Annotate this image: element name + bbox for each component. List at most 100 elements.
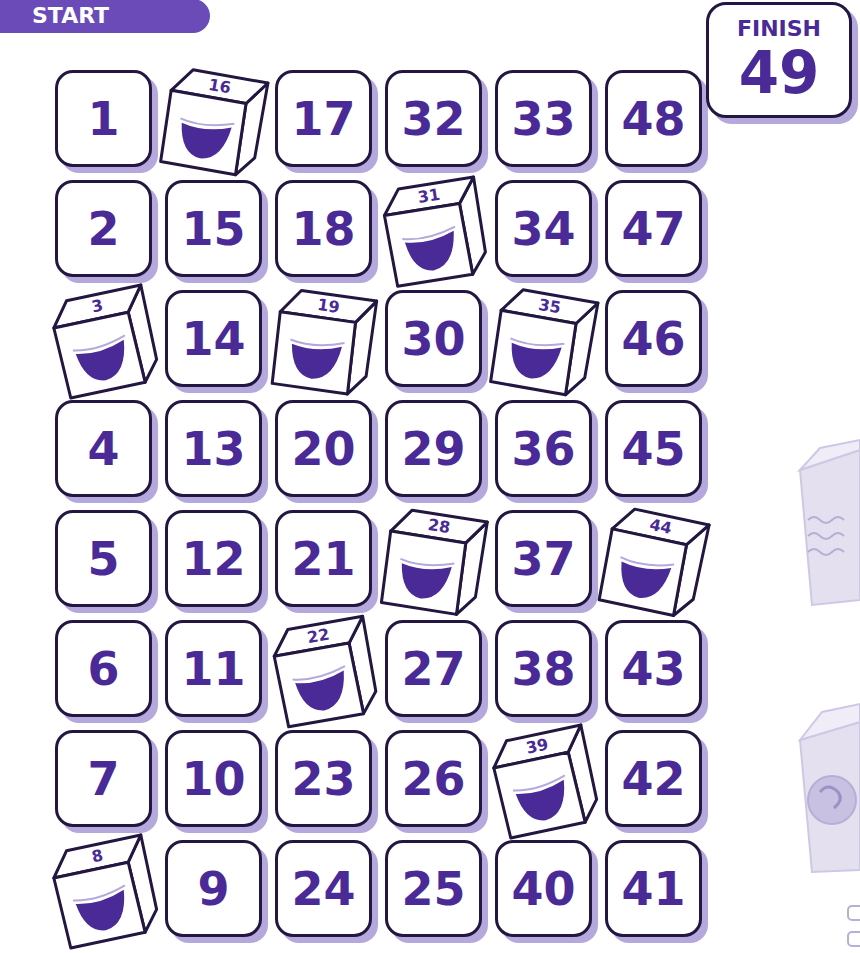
square-number: 10: [181, 756, 245, 802]
die-shape: [364, 159, 501, 296]
finish-number: 49: [739, 44, 820, 102]
board-square: 42: [605, 730, 702, 827]
square-number: 2: [87, 206, 119, 252]
square-number: 21: [291, 536, 355, 582]
square-number: 40: [511, 866, 575, 912]
square-number: 36: [511, 426, 575, 472]
board-square: 5: [55, 510, 152, 607]
square-number: 14: [181, 316, 245, 362]
board-square: 25: [385, 840, 482, 937]
board-square: 43: [605, 620, 702, 717]
die-square: 22: [253, 598, 392, 737]
square-number: 48: [621, 96, 685, 142]
board-square: 33: [495, 70, 592, 167]
square-number: 6: [87, 646, 119, 692]
square-number: 27: [401, 646, 465, 692]
square-number: 45: [621, 426, 685, 472]
board-square: 1: [55, 70, 152, 167]
square-number: 7: [87, 756, 119, 802]
square-number: 42: [621, 756, 685, 802]
square-number: 12: [181, 536, 245, 582]
board-square: 24: [275, 840, 372, 937]
board-square: 37: [495, 510, 592, 607]
board-square: 7: [55, 730, 152, 827]
die-shape: [143, 48, 282, 187]
die-shape: [364, 489, 501, 626]
board-square: 40: [495, 840, 592, 937]
board-square: 17: [275, 70, 372, 167]
die-square: 8: [32, 817, 174, 953]
start-banner: START: [0, 0, 210, 33]
board-square: 2: [55, 180, 152, 277]
square-number: 15: [181, 206, 245, 252]
board-square: 12: [165, 510, 262, 607]
board-square: 26: [385, 730, 482, 827]
die-square: 19: [255, 270, 391, 406]
board-square: 34: [495, 180, 592, 277]
square-number: 32: [401, 96, 465, 142]
board-square: 47: [605, 180, 702, 277]
square-number: 43: [621, 646, 685, 692]
finish-square: FINISH 49: [706, 2, 852, 118]
die-square: 28: [364, 489, 501, 626]
board-square: 29: [385, 400, 482, 497]
die-square: 3: [32, 267, 174, 409]
die-square: 31: [364, 159, 501, 296]
square-number: 17: [291, 96, 355, 142]
square-number: 9: [197, 866, 229, 912]
square-number: 11: [181, 646, 245, 692]
square-number: 33: [511, 96, 575, 142]
square-number: 34: [511, 206, 575, 252]
square-number: 29: [401, 426, 465, 472]
board-square: 23: [275, 730, 372, 827]
square-number: 13: [181, 426, 245, 472]
board-square: 18: [275, 180, 372, 277]
die-shape: [473, 268, 612, 407]
square-number: 38: [511, 646, 575, 692]
board-square: 27: [385, 620, 482, 717]
square-number: 25: [401, 866, 465, 912]
board-square: 48: [605, 70, 702, 167]
square-number: 1: [87, 96, 119, 142]
square-number: 18: [291, 206, 355, 252]
die-square: 39: [472, 707, 614, 849]
square-number: 47: [621, 206, 685, 252]
square-number: 20: [291, 426, 355, 472]
board-square: 32: [385, 70, 482, 167]
board-square: 6: [55, 620, 152, 717]
square-number: 4: [87, 426, 119, 472]
board-square: 45: [605, 400, 702, 497]
square-number: 23: [291, 756, 355, 802]
square-number: 5: [87, 536, 119, 582]
die-shape: [582, 487, 724, 629]
board-square: 30: [385, 290, 482, 387]
square-number: START: [32, 5, 109, 27]
board-square: 20: [275, 400, 372, 497]
board-square: 41: [605, 840, 702, 937]
board-square: 46: [605, 290, 702, 387]
die-shape: [253, 598, 392, 737]
die-square: 16: [143, 48, 282, 187]
board-square: 10: [165, 730, 262, 827]
die-shape: [32, 267, 174, 409]
board-square: 38: [495, 620, 592, 717]
partial-die: [800, 440, 860, 605]
die-shape: [472, 707, 614, 849]
square-number: 24: [291, 866, 355, 912]
partial-checkbox: [848, 906, 860, 920]
die-square: 44: [582, 487, 724, 629]
finish-label: FINISH: [737, 18, 821, 40]
board-square: 13: [165, 400, 262, 497]
board-square: 21: [275, 510, 372, 607]
board-square: 4: [55, 400, 152, 497]
partial-checkbox: [848, 932, 860, 946]
board-square: 15: [165, 180, 262, 277]
square-number: 37: [511, 536, 575, 582]
square-number: 26: [401, 756, 465, 802]
square-number: 30: [401, 316, 465, 362]
die-shape: [32, 817, 174, 953]
board-square: 11: [165, 620, 262, 717]
die-square: 35: [473, 268, 612, 407]
board-square: 36: [495, 400, 592, 497]
